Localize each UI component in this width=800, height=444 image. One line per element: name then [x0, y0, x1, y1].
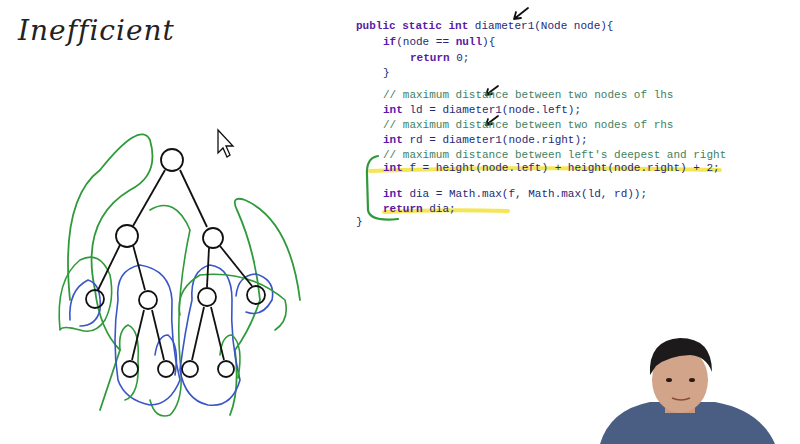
code-token: null	[456, 36, 482, 48]
code-token: int	[383, 162, 403, 174]
code-line: // maximum distance between two nodes of…	[383, 119, 673, 132]
code-token: dia;	[423, 203, 456, 215]
code-line: if(node == null){	[383, 36, 495, 49]
code-line: }	[356, 216, 363, 229]
presenter	[600, 338, 775, 444]
code-token: int	[448, 20, 468, 32]
code-line: int f = height(node.left) + height(node.…	[383, 162, 720, 175]
code-token: f = height(node.left) + height(node.righ…	[403, 162, 720, 174]
code-token: dia = Math.max(f, Math.max(ld, rd));	[403, 188, 647, 200]
code-line: public static int diameter1(Node node){	[356, 20, 613, 33]
code-token: return	[383, 203, 423, 215]
code-token: int	[383, 188, 403, 200]
code-token: 0;	[450, 52, 470, 64]
code-token: }	[383, 67, 390, 79]
code-token: diameter1(Node node){	[468, 20, 613, 32]
code-token: if	[383, 36, 396, 48]
recursion-loops	[59, 134, 300, 416]
code-line: }	[383, 67, 390, 80]
code-token: return	[410, 52, 450, 64]
code-line: return dia;	[383, 203, 456, 216]
code-line: int ld = diameter1(node.left);	[383, 104, 581, 117]
code-token: (node ==	[396, 36, 455, 48]
code-token: int	[383, 104, 403, 116]
code-token	[396, 20, 403, 32]
code-token: ld = diameter1(node.left);	[403, 104, 581, 116]
code-token	[442, 20, 449, 32]
code-token: public	[356, 20, 396, 32]
code-line: int rd = diameter1(node.right);	[383, 134, 588, 147]
code-line: int dia = Math.max(f, Math.max(ld, rd));	[383, 188, 647, 201]
code-token: static	[402, 20, 442, 32]
code-token: ){	[482, 36, 495, 48]
code-token: }	[356, 216, 363, 228]
code-line: // maximum distance between two nodes of…	[383, 89, 673, 102]
code-line: // maximum distance between left's deepe…	[383, 149, 726, 162]
binary-tree	[86, 149, 265, 377]
handwritten-note: Inefficient	[18, 14, 175, 47]
code-token: rd = diameter1(node.right);	[403, 134, 588, 146]
mouse-cursor	[218, 130, 233, 157]
code-token: int	[383, 134, 403, 146]
code-line: return 0;	[410, 52, 469, 65]
